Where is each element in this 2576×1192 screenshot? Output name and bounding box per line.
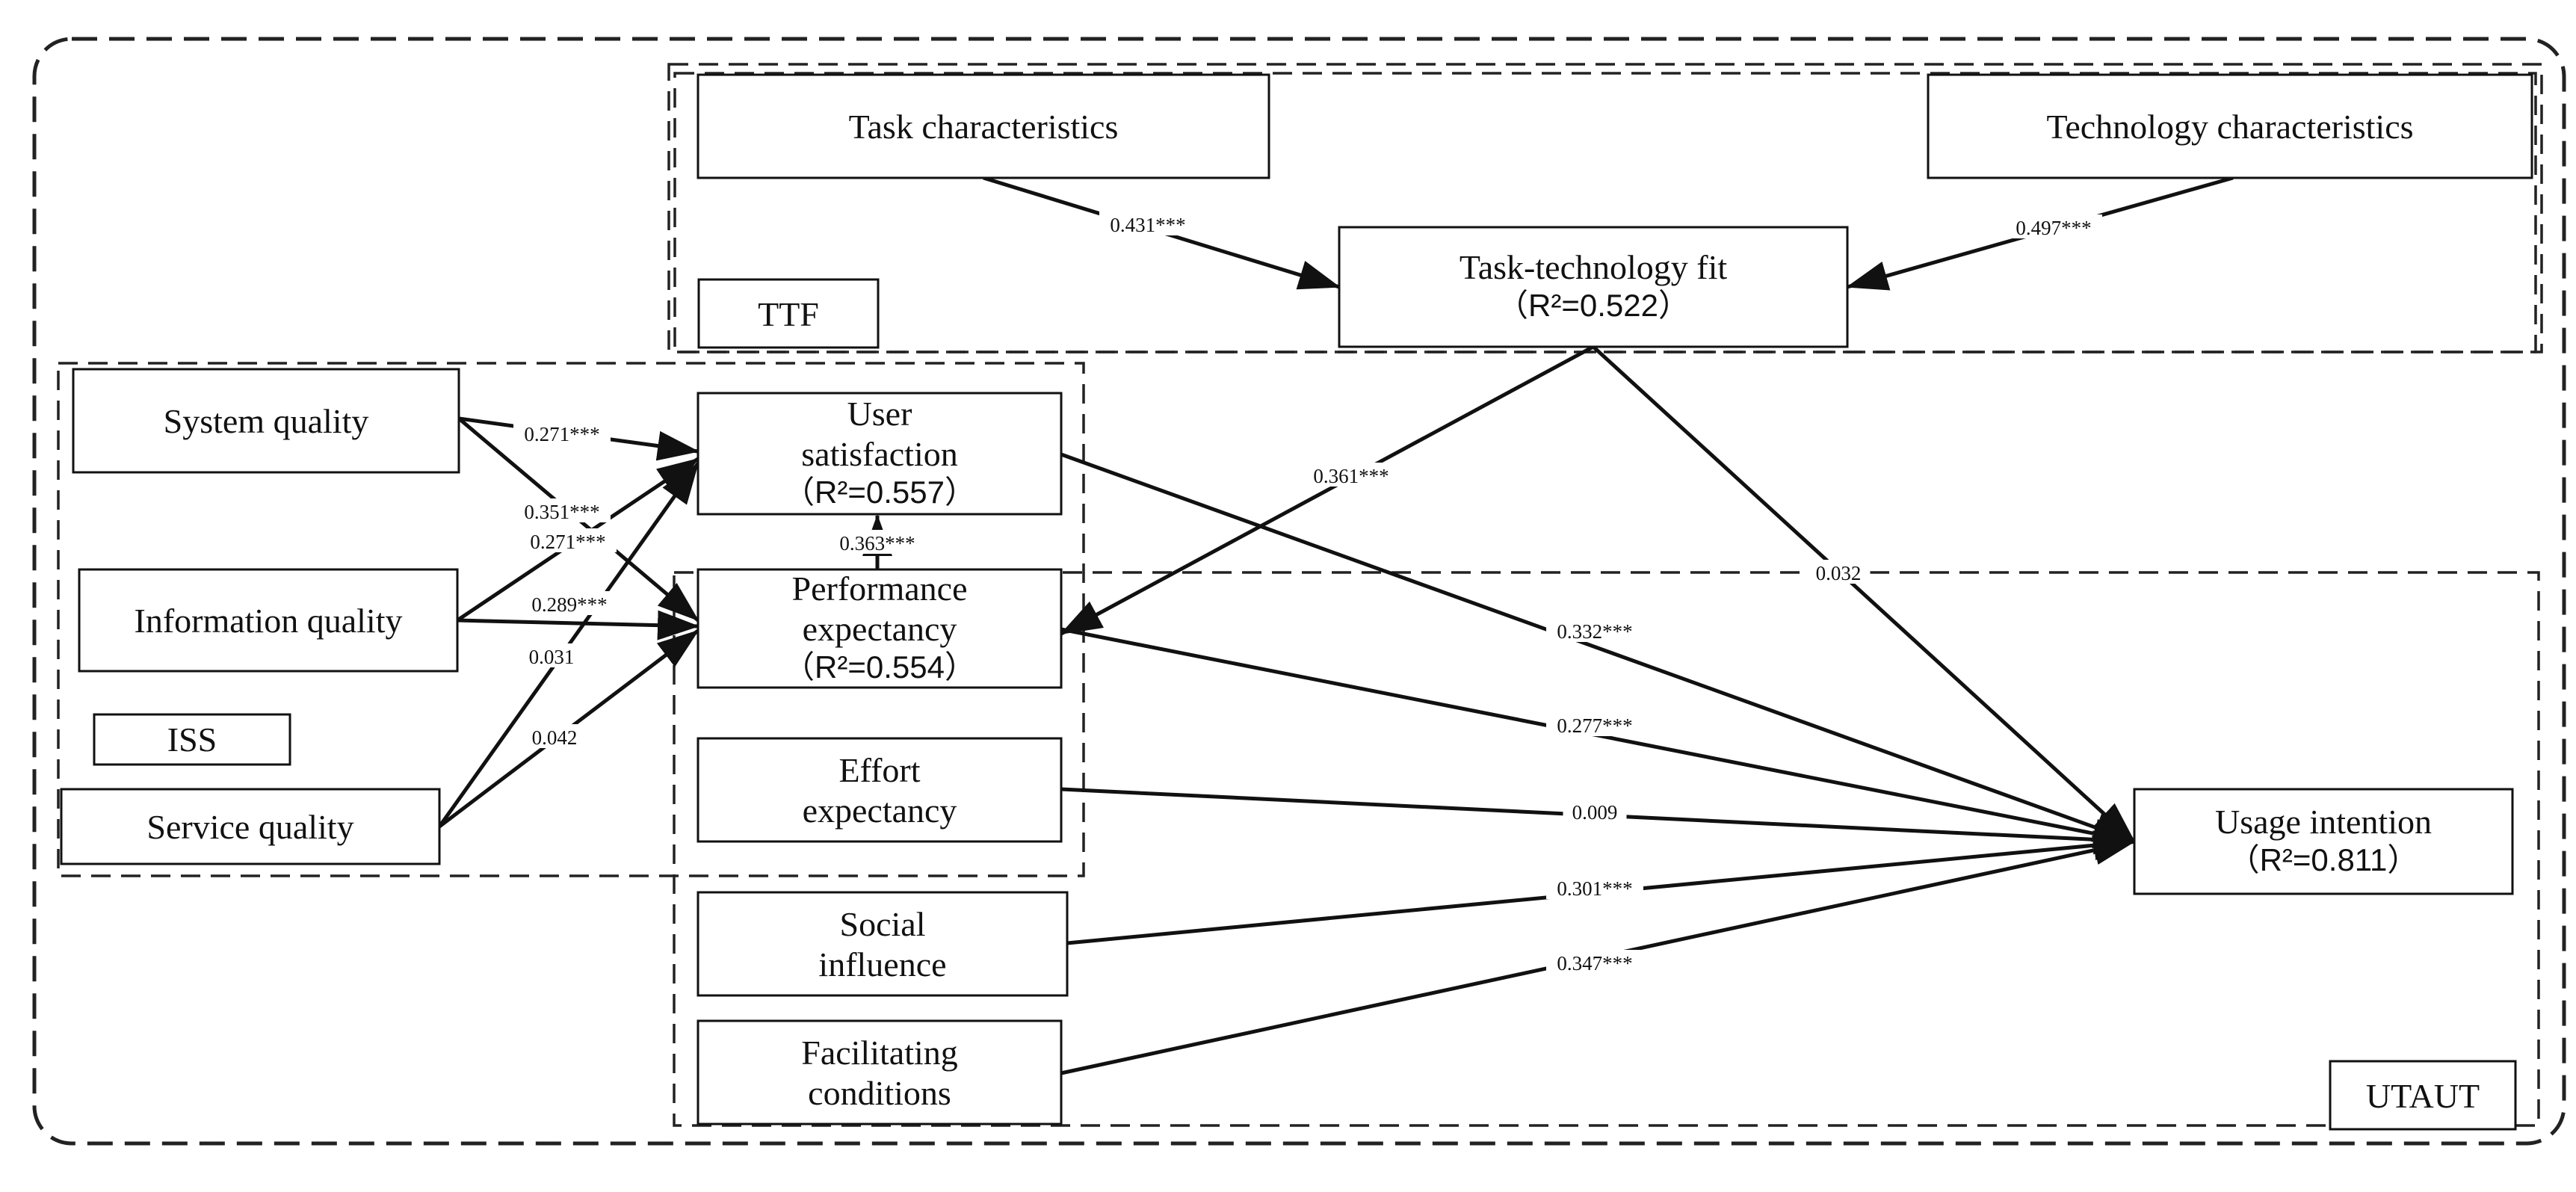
node-r2: （R²=0.522） <box>1497 288 1690 323</box>
coef-bg <box>1303 463 1400 487</box>
coef-bg <box>2005 214 2102 238</box>
node-r2: （R²=0.811） <box>2228 842 2419 877</box>
group-frame-utaut <box>673 571 2540 1127</box>
node-box <box>696 737 1063 843</box>
node-task-char: Task characteristics <box>696 73 1270 179</box>
node-label: User <box>847 395 912 433</box>
group-frame-iss <box>57 362 1085 877</box>
group-label-box-iss <box>93 713 291 766</box>
coef-bg <box>829 530 926 554</box>
node-label: expectancy <box>803 791 957 830</box>
node-label: System quality <box>164 402 369 440</box>
group-label-iss: ISS <box>167 720 217 759</box>
node-label: Performance <box>792 569 968 608</box>
coef-bg <box>1099 211 1196 235</box>
node-label: satisfaction <box>801 435 958 473</box>
coef-system_q-to-user_sat: 0.271*** <box>524 423 599 445</box>
coef-perf_exp-to-usage_int: 0.277*** <box>1557 714 1632 737</box>
node-label: Service quality <box>146 808 353 846</box>
node-label: Social <box>840 905 926 943</box>
coef-facil_cond-to-usage_int: 0.347*** <box>1557 952 1632 975</box>
node-box <box>1927 73 2533 179</box>
coef-ttf_fit-to-usage_int: 0.032 <box>1816 562 1862 584</box>
node-label: influence <box>818 945 946 983</box>
coef-perf_exp-to-user_sat: 0.363*** <box>839 532 915 555</box>
node-label: conditions <box>808 1074 951 1112</box>
node-box <box>1338 226 1849 348</box>
coef-user_sat-to-usage_int: 0.332*** <box>1557 620 1632 643</box>
arrow-ttf_fit-to-perf_exp <box>1060 345 1595 636</box>
node-label: Information quality <box>135 602 403 640</box>
group-label-utaut: UTAUT <box>2366 1077 2480 1115</box>
coef-social_inf-to-usage_int: 0.301*** <box>1557 877 1632 900</box>
node-info-q: Information quality <box>78 568 459 673</box>
node-label: Task-technology fit <box>1460 248 1728 286</box>
construct-boxes: Task characteristics Technology character… <box>60 73 2533 1125</box>
node-box <box>2133 788 2514 895</box>
node-box <box>696 568 1063 689</box>
coef-bg <box>1563 799 1627 823</box>
node-system-q: System quality <box>72 368 460 474</box>
node-box <box>696 73 1270 179</box>
group-frame-ttf <box>667 63 2543 353</box>
node-ttf-fit: Task-technology fit（R²=0.522） <box>1338 226 1849 348</box>
group-label-box-ttf <box>697 278 880 349</box>
node-service-q: Service quality <box>60 788 441 865</box>
node-label: Technology characteristics <box>2046 108 2413 146</box>
coef-task_char-to-ttf_fit: 0.431*** <box>1110 214 1185 236</box>
node-box <box>696 891 1069 997</box>
arrow-ttf_fit-to-usage_int <box>1592 345 2136 843</box>
node-tech-char: Technology characteristics <box>1927 73 2533 179</box>
coef-bg <box>521 591 618 615</box>
node-label: Effort <box>838 751 920 789</box>
coef-info_q-to-perf_exp: 0.289*** <box>531 593 607 616</box>
group-frame-ttf-inner <box>673 72 2537 353</box>
node-box <box>696 392 1063 516</box>
node-label: expectancy <box>803 610 957 648</box>
arrow-user_sat-to-usage_int <box>1060 452 2136 844</box>
coef-bg <box>513 421 611 445</box>
coef-service_q-to-perf_exp: 0.042 <box>532 726 578 749</box>
group-label-ttf: TTF <box>758 295 819 333</box>
coef-tech_char-to-ttf_fit: 0.497*** <box>2016 217 2091 239</box>
path-coefficients: 0.431*** 0.497*** 0.271*** 0.351*** 0.271***… <box>513 211 2102 975</box>
coef-bg <box>519 528 617 552</box>
coef-bg <box>522 724 587 748</box>
node-box <box>78 568 459 673</box>
arrow-info_q-to-perf_exp <box>457 610 699 640</box>
coef-bg <box>1546 712 1643 736</box>
coef-bg <box>1546 875 1643 899</box>
node-box <box>696 1019 1063 1125</box>
coef-bg <box>519 643 584 667</box>
coef-system_q-to-perf_exp: 0.351*** <box>524 501 599 523</box>
node-label: Task characteristics <box>849 108 1119 146</box>
coef-bg <box>1546 950 1643 974</box>
coef-bg <box>1806 560 1871 584</box>
coef-bg <box>1546 618 1643 642</box>
outer-frame <box>32 37 2566 1146</box>
node-label: Facilitating <box>801 1034 958 1072</box>
group-label-box-utaut <box>2329 1060 2517 1131</box>
node-label: Usage intention <box>2215 803 2432 841</box>
coef-service_q-to-user_sat: 0.031 <box>529 646 575 668</box>
node-box <box>60 788 441 865</box>
node-r2: （R²=0.554） <box>783 649 976 685</box>
node-r2: （R²=0.557） <box>783 475 976 510</box>
coef-ttf_fit-to-perf_exp: 0.361*** <box>1313 465 1389 487</box>
coef-effort_exp-to-usage_int: 0.009 <box>1572 801 1618 824</box>
node-box <box>72 368 460 474</box>
coef-bg <box>513 498 611 522</box>
node-usage-int: Usage intention（R²=0.811） <box>2133 788 2514 895</box>
coef-info_q-to-user_sat: 0.271*** <box>530 531 605 553</box>
